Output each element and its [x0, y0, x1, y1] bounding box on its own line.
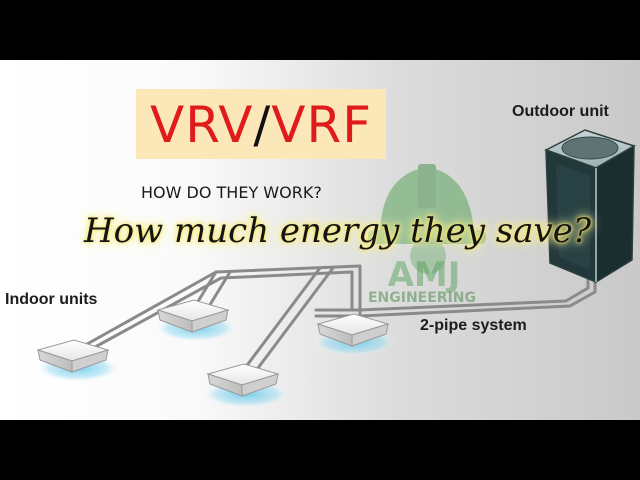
title-separator: /	[253, 96, 272, 154]
pipe-branch-2b	[256, 266, 335, 370]
watermark-logo	[368, 164, 486, 274]
pipe-system-label: 2-pipe system	[420, 317, 527, 334]
refrigerant-pipes	[78, 264, 597, 370]
pipe-main-b	[84, 270, 354, 354]
title-vrv: VRV	[150, 96, 254, 154]
indoor-unit-1	[36, 339, 120, 382]
pipe-branch-1b	[206, 270, 232, 310]
watermark-text: AMJ	[388, 255, 461, 295]
main-title: VRV/VRF	[136, 90, 386, 160]
indoor-unit-3	[202, 363, 290, 408]
tagline: How much energy they save?	[84, 211, 592, 251]
title-vrf: VRF	[271, 96, 372, 154]
pipe-main-a	[78, 264, 362, 350]
subtitle: HOW DO THEY WORK?	[141, 183, 322, 202]
diagram-canvas: AMJ ENGINEERING	[0, 60, 640, 420]
indoor-units-label: Indoor units	[5, 291, 98, 308]
pipe-branch-2a	[243, 266, 322, 370]
outdoor-unit-label: Outdoor unit	[512, 103, 609, 120]
pipe-line-b	[314, 273, 590, 312]
indoor-unit-2	[154, 299, 238, 342]
title-background	[136, 89, 386, 159]
watermark-subtext: ENGINEERING	[368, 290, 476, 306]
outdoor-unit	[544, 129, 636, 284]
indoor-unit-4	[312, 313, 396, 356]
vrf-system-diagram: AMJ ENGINEERING	[36, 129, 636, 408]
